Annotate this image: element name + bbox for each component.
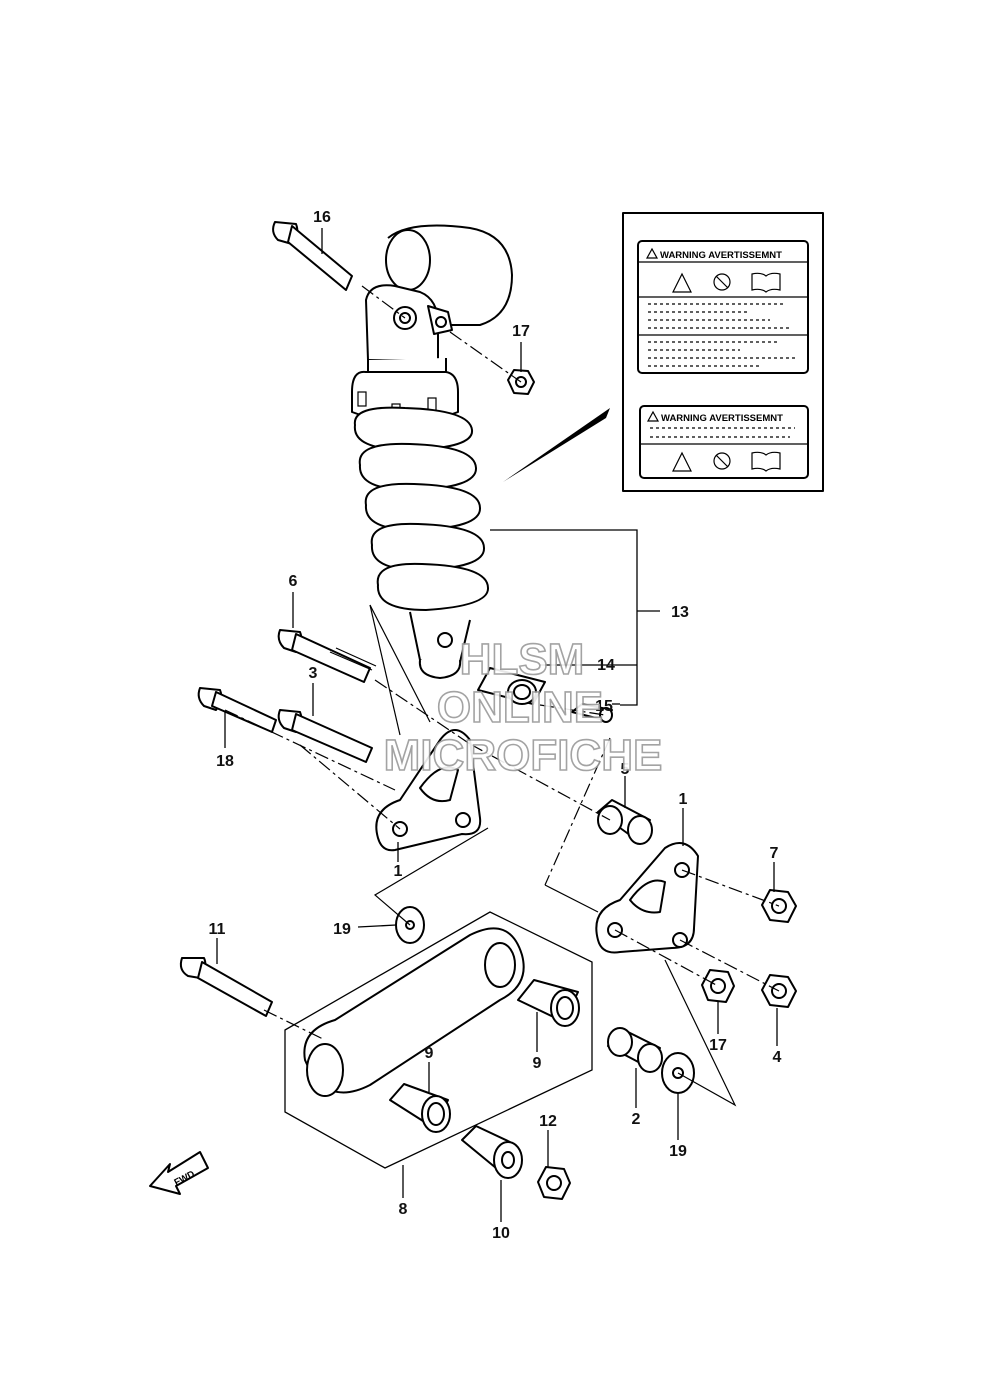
callout-3: 3 [309, 665, 318, 682]
callout-5: 5 [621, 761, 630, 778]
callout-4: 4 [773, 1049, 782, 1066]
sleeve-part-15 [571, 703, 613, 723]
warning-label-inset: WARNING AVERTISSEMNT WARNING AVERTISSEMN… [622, 212, 824, 492]
bolt-part-18 [197, 687, 277, 733]
callout-13: 13 [671, 604, 689, 621]
bolt-part-16 [272, 221, 353, 291]
warning-label-large-title: WARNING AVERTISSEMNT [660, 250, 782, 261]
bracket-lines [369, 604, 737, 1107]
warning-label-large: WARNING AVERTISSEMNT [637, 240, 809, 374]
callout-19-lower: 19 [669, 1143, 687, 1160]
bolt-part-6 [277, 629, 377, 683]
leader-lines [216, 228, 778, 1222]
linkage-rod-part-8 [303, 927, 525, 1097]
watermark-line-2: ONLINE [437, 683, 603, 732]
callout-6: 6 [289, 573, 298, 590]
callout-1-right: 1 [679, 791, 688, 808]
callout-9-right: 9 [533, 1055, 542, 1072]
bearing-part-9-left [389, 1083, 451, 1133]
bracket-plate-right [595, 842, 699, 954]
callout-10: 10 [492, 1225, 510, 1242]
callout-1-left: 1 [394, 863, 403, 880]
warning-label-small-title: WARNING AVERTISSEMNT [661, 413, 783, 424]
callout-15: 15 [595, 698, 613, 715]
watermark: HLSM ONLINE MICROFICHE [383, 634, 663, 781]
callout-numbers: 16 17 6 13 14 3 15 18 5 1 7 1 19 11 17 4… [209, 209, 782, 1242]
callout-7: 7 [770, 845, 779, 862]
bearing-part-9-right [517, 979, 580, 1027]
callout-9-left: 9 [425, 1045, 434, 1062]
watermark-line-3: MICROFICHE [384, 731, 663, 780]
nut-part-12 [537, 1166, 571, 1200]
callout-16: 16 [313, 209, 331, 226]
watermark-line-1: HLSM [460, 635, 585, 684]
callout-14: 14 [597, 657, 615, 674]
callout-17-lower: 17 [709, 1037, 727, 1054]
callout-17-upper: 17 [512, 323, 530, 340]
callout-19-upper: 19 [333, 921, 351, 938]
bushing-part-14 [477, 667, 546, 705]
alignment-lines [224, 285, 780, 1041]
forward-direction-arrow: FWD [149, 1151, 209, 1195]
callout-2: 2 [632, 1111, 641, 1128]
label-pointer [503, 408, 610, 482]
linkage-rod-outline [284, 911, 593, 1169]
sleeve-part-10 [461, 1125, 523, 1179]
warning-pictogram-icon [672, 272, 781, 293]
bolt-part-3 [277, 709, 373, 763]
bracket-plate-left [375, 729, 482, 852]
bolt-part-11 [179, 957, 273, 1017]
spacer-part-5 [597, 799, 653, 845]
callout-12: 12 [539, 1113, 557, 1130]
callout-18: 18 [216, 753, 234, 770]
callout-11: 11 [209, 921, 226, 938]
nut-part-17-lower [701, 969, 735, 1003]
rear-shock-absorber [351, 224, 513, 679]
callout-8: 8 [399, 1201, 408, 1218]
warning-label-small: WARNING AVERTISSEMNT [639, 405, 809, 479]
spacer-part-2 [607, 1027, 663, 1073]
